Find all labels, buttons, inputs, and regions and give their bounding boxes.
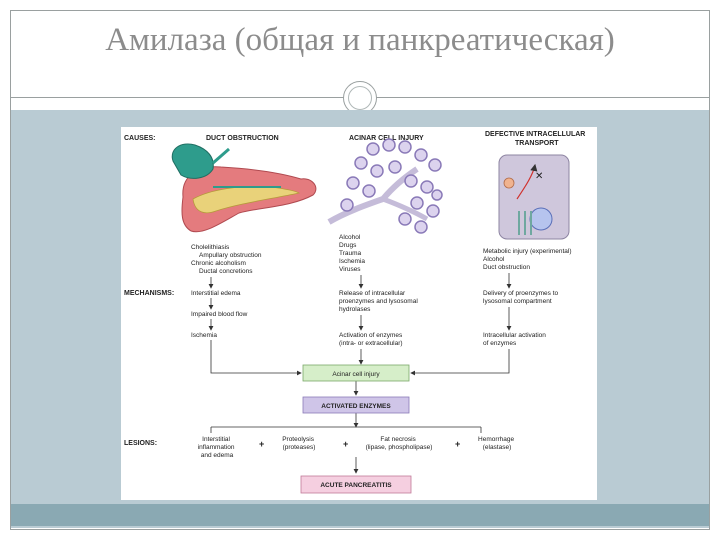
diagram-canvas: CAUSES: MECHANISMS: LESIONS: DUCT OBSTRU…: [124, 131, 585, 494]
header-acinar: ACINAR CELL INJURY: [349, 135, 424, 142]
causes-duct: Cholelithiasis Ampullary obstruction Chr…: [191, 244, 263, 275]
header-transport-1: DEFECTIVE INTRACELLULAR: [485, 131, 585, 138]
row-label-causes: CAUSES:: [124, 135, 156, 142]
svg-text:✕: ✕: [535, 171, 543, 182]
box-activated-enzymes-label: ACTIVATED ENZYMES: [321, 403, 391, 410]
slide-title: Амилаза (общая и панкреатическая): [105, 22, 615, 58]
footer-bar: [11, 504, 709, 526]
lesion-inflammation: Interstitial inflammation and edema: [198, 436, 237, 459]
cell-transport-illustration: ✕: [498, 154, 570, 240]
transport-mech-activation: Intracellular activation of enzymes: [483, 332, 548, 347]
lesion-fat-necrosis: Fat necrosis (lipase, phospholipase): [366, 436, 433, 451]
box-acinar-injury: [302, 364, 410, 382]
duct-mech-bloodflow: Impaired blood flow: [191, 311, 248, 318]
box-acute-pancreatitis-label: ACUTE PANCREATITIS: [320, 482, 392, 489]
mechanism-arrows: [208, 273, 512, 474]
lesion-hemorrhage: Hemorrhage (elastase): [478, 436, 516, 451]
box-activated-enzymes: [302, 396, 410, 414]
plus-2: +: [343, 439, 348, 449]
lesion-proteolysis: Proteolysis (proteases): [282, 436, 316, 451]
pancreatitis-diagram: CAUSES: MECHANISMS: LESIONS: DUCT OBSTRU…: [121, 127, 597, 500]
transport-mech-delivery: Delivery of proenzymes to lysosomal comp…: [483, 290, 560, 305]
acinar-illustration: [327, 138, 443, 234]
duct-mech-edema: Interstitial edema: [191, 290, 241, 297]
box-acute-pancreatitis: [300, 475, 412, 494]
header-duct: DUCT OBSTRUCTION: [206, 135, 279, 142]
duct-mech-ischemia: Ischemia: [191, 332, 217, 339]
box-acinar-injury-label: Acinar cell injury: [332, 371, 380, 378]
plus-3: +: [455, 439, 460, 449]
acinar-mech-release: Release of intracellular proenzymes and …: [339, 290, 420, 313]
row-label-lesions: LESIONS:: [124, 440, 157, 447]
header-transport-2: TRANSPORT: [515, 140, 559, 147]
causes-transport: Metabolic injury (experimental) Alcohol …: [483, 248, 573, 271]
causes-acinar: Alcohol Drugs Trauma Ischemia Viruses: [339, 234, 367, 273]
acinar-mech-activation: Activation of enzymes (intra- or extrace…: [339, 332, 404, 347]
plus-1: +: [259, 439, 264, 449]
pancreas-illustration: [171, 143, 317, 233]
row-label-mechanisms: MECHANISMS:: [124, 290, 174, 297]
